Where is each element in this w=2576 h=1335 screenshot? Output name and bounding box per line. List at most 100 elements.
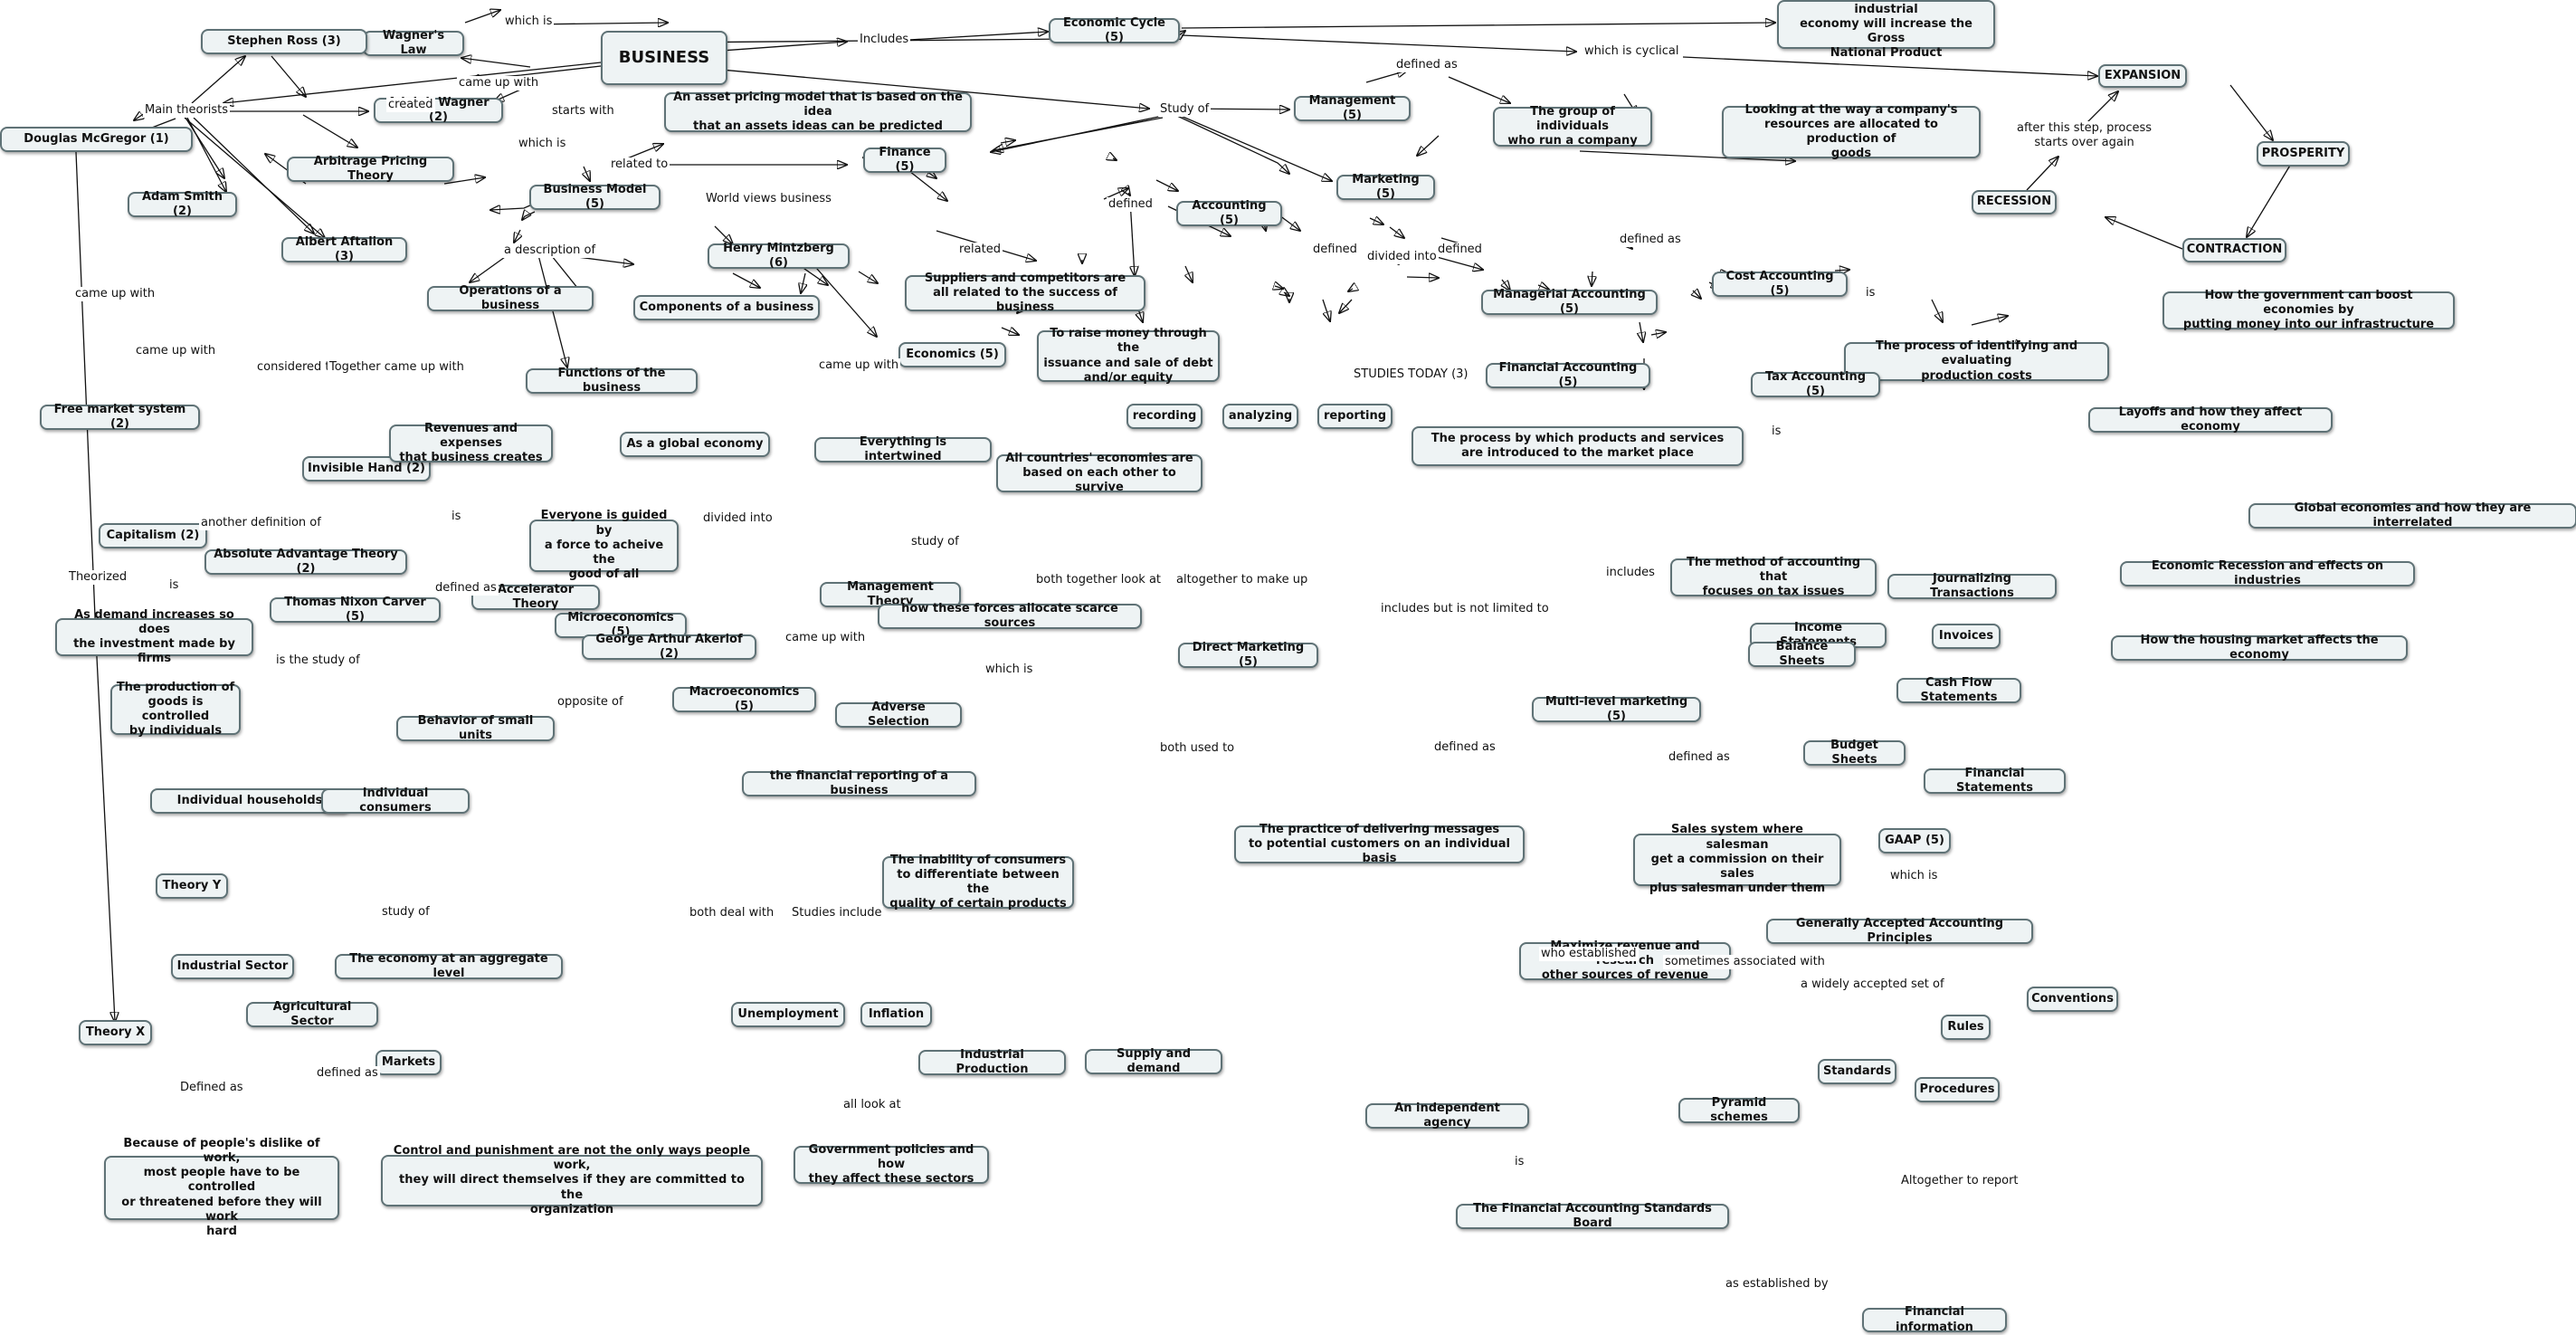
- node-gaap[interactable]: GAAP (5): [1878, 828, 1951, 853]
- node-tax-method[interactable]: The method of accounting that focuses on…: [1670, 556, 1877, 598]
- node-pyramid-schemes[interactable]: Pyramid schemes: [1678, 1096, 1800, 1124]
- node-individual-consumers[interactable]: Individual consumers: [321, 787, 470, 815]
- node-global-economies[interactable]: Global economies and how they are interr…: [2248, 501, 2576, 529]
- node-small-units[interactable]: Behavior of small units: [396, 714, 555, 742]
- node-financial-accounting[interactable]: Financial Accounting (5): [1486, 361, 1650, 389]
- node-invoices[interactable]: Invoices: [1932, 624, 2001, 649]
- node-macroeconomics[interactable]: Macroeconomics (5): [672, 685, 816, 713]
- node-douglas-mcgregor[interactable]: Douglas McGregor (1): [0, 127, 193, 152]
- node-adverse-selection[interactable]: Adverse Selection: [835, 701, 962, 729]
- node-theory-y[interactable]: Theory Y: [156, 873, 228, 899]
- node-analyzing[interactable]: analyzing: [1222, 404, 1298, 429]
- node-operations[interactable]: Operations of a business: [427, 284, 594, 312]
- node-stephen-ross[interactable]: Stephen Ross (3): [201, 29, 367, 54]
- node-markets[interactable]: Markets: [375, 1050, 442, 1075]
- node-identifying-costs[interactable]: The process of identifying and evaluatin…: [1844, 339, 2109, 383]
- node-expansion[interactable]: EXPANSION: [2098, 64, 2187, 88]
- node-asset-pricing[interactable]: An asset pricing model that is based on …: [664, 91, 972, 133]
- node-cost-accounting[interactable]: Cost Accounting (5): [1712, 270, 1848, 298]
- node-delivering-messages[interactable]: The practice of delivering messages to p…: [1234, 823, 1525, 865]
- node-absolute-advantage[interactable]: Absolute Advantage Theory (2): [204, 548, 407, 576]
- node-journalizing[interactable]: Journalizing Transactions: [1887, 572, 2057, 600]
- node-accounting[interactable]: Accounting (5): [1176, 199, 1282, 227]
- node-recording[interactable]: recording: [1126, 404, 1202, 429]
- node-recession-effects[interactable]: Economic Recession and effects on indust…: [2120, 559, 2415, 587]
- node-company-resources[interactable]: Looking at the way a company's resources…: [1722, 103, 1981, 160]
- node-financial-statements[interactable]: Financial Statements: [1924, 767, 2066, 795]
- node-prosperity[interactable]: PROSPERITY: [2257, 141, 2350, 167]
- node-economic-cycle[interactable]: Economic Cycle (5): [1049, 16, 1180, 44]
- node-procedures[interactable]: Procedures: [1915, 1077, 2000, 1102]
- node-industrial-sector[interactable]: Industrial Sector: [171, 954, 294, 979]
- node-marketing[interactable]: Marketing (5): [1336, 173, 1435, 201]
- node-conventions[interactable]: Conventions: [2027, 987, 2118, 1012]
- node-as-global-economy[interactable]: As a global economy: [620, 432, 770, 457]
- node-capitalism[interactable]: Capitalism (2): [99, 523, 207, 548]
- node-theory-x[interactable]: Theory X: [79, 1020, 152, 1045]
- node-recession[interactable]: RECESSION: [1972, 190, 2057, 215]
- node-financial-information[interactable]: Financial information: [1862, 1305, 2007, 1334]
- node-arbitrage-pricing[interactable]: Arbitrage Pricing Theory: [287, 155, 454, 183]
- node-revenues-expenses[interactable]: Revenues and expenses that business crea…: [389, 422, 553, 464]
- node-industrial-economy[interactable]: The development of an industrial economy…: [1777, 0, 1995, 60]
- node-demand-increases[interactable]: As demand increases so does the investme…: [55, 608, 253, 665]
- node-group-individuals[interactable]: The group of individuals who run a compa…: [1493, 105, 1652, 148]
- node-balance-sheets[interactable]: Balance Sheets: [1748, 640, 1856, 668]
- node-aggregate-level[interactable]: The economy at an aggregate level: [335, 952, 563, 980]
- node-unemployment[interactable]: Unemployment: [731, 1002, 845, 1027]
- node-thomas-carver[interactable]: Thomas Nixon Carver (5): [270, 596, 441, 624]
- node-managerial-accounting[interactable]: Managerial Accounting (5): [1481, 288, 1658, 316]
- node-albert-aftalion[interactable]: Albert Aftalion (3): [281, 235, 407, 263]
- node-business-model[interactable]: Business Model (5): [529, 183, 661, 211]
- node-control-punishment[interactable]: Control and punishment are not the only …: [381, 1144, 763, 1216]
- node-components[interactable]: Components of a business: [633, 295, 820, 320]
- node-products-services[interactable]: The process by which products and servic…: [1412, 426, 1744, 466]
- node-gov-policies[interactable]: Government policies and how they affect …: [794, 1143, 989, 1186]
- node-gov-boost[interactable]: How the government can boost economies b…: [2163, 289, 2455, 331]
- node-standards[interactable]: Standards: [1818, 1059, 1896, 1084]
- node-economics[interactable]: Economics (5): [898, 342, 1006, 367]
- node-production-goods[interactable]: The production of goods is controlled by…: [110, 681, 241, 738]
- node-akerlof[interactable]: George Arthur Akerlof (2): [582, 633, 756, 661]
- node-management-theory[interactable]: Management Theory: [820, 580, 961, 608]
- node-inability-consumers[interactable]: The inability of consumers to differenti…: [882, 853, 1074, 911]
- node-budget-sheets[interactable]: Budget Sheets: [1803, 739, 1906, 767]
- node-suppliers[interactable]: Suppliers and competitors are all relate…: [905, 272, 1145, 314]
- node-multi-level[interactable]: Multi-level marketing (5): [1532, 695, 1701, 723]
- node-finance[interactable]: Finance (5): [863, 146, 946, 174]
- node-independent-agency[interactable]: An independent agency: [1365, 1101, 1529, 1130]
- node-layoffs[interactable]: Layoffs and how they affect economy: [2088, 405, 2333, 434]
- node-wagners-law[interactable]: Wagner's Law: [363, 29, 464, 57]
- node-cash-flow[interactable]: Cash Flow Statements: [1896, 676, 2021, 704]
- node-housing-market[interactable]: How the housing market affects the econo…: [2111, 634, 2408, 662]
- node-contraction[interactable]: CONTRACTION: [2182, 238, 2286, 262]
- node-financial-reporting[interactable]: the financial reporting of a business: [742, 769, 976, 797]
- node-direct-marketing[interactable]: Direct Marketing (5): [1178, 641, 1318, 669]
- node-scarce-sources[interactable]: how these forces allocate scarce sources: [878, 602, 1142, 630]
- node-adam-smith[interactable]: Adam Smith (2): [128, 190, 237, 218]
- node-agricultural-sector[interactable]: Agricultural Sector: [246, 1000, 378, 1028]
- node-accelerator[interactable]: Accelerator Theory: [471, 583, 600, 611]
- node-economies-based[interactable]: All countries' economies are based on ea…: [996, 452, 1202, 494]
- node-tax-accounting[interactable]: Tax Accounting (5): [1751, 370, 1880, 398]
- node-reporting[interactable]: reporting: [1317, 404, 1393, 429]
- node-industrial-production[interactable]: Industrial Production: [918, 1048, 1066, 1076]
- node-invisible-hand[interactable]: Invisible Hand (2): [302, 456, 431, 482]
- node-rules[interactable]: Rules: [1941, 1015, 1991, 1040]
- node-functions[interactable]: Functions of the business: [526, 367, 698, 395]
- node-inflation[interactable]: Inflation: [860, 1002, 932, 1027]
- node-free-market[interactable]: Free market system (2): [40, 403, 200, 431]
- node-everything-intertwined[interactable]: Everything is intertwined: [814, 435, 992, 463]
- node-supply-demand[interactable]: Supply and demand: [1085, 1047, 1222, 1075]
- node-fasb[interactable]: The Financial Accounting Standards Board: [1456, 1202, 1729, 1230]
- node-dislike-work[interactable]: Because of people's dislike of work, mos…: [104, 1137, 339, 1238]
- node-business[interactable]: BUSINESS: [601, 31, 727, 85]
- node-gaap-full[interactable]: Generally Accepted Accounting Principles: [1766, 917, 2033, 945]
- link-label: came up with: [817, 358, 901, 373]
- node-individual-households[interactable]: Individual households: [150, 788, 349, 814]
- node-everyone-guided[interactable]: Everyone is guided by a force to acheive…: [529, 509, 679, 581]
- node-raise-money[interactable]: To raise money through the issuance and …: [1037, 327, 1220, 385]
- node-sales-system[interactable]: Sales system where salesman get a commis…: [1633, 823, 1841, 895]
- node-management[interactable]: Management (5): [1294, 94, 1411, 122]
- node-henry-mintzberg[interactable]: Henry Mintzberg (6): [708, 242, 850, 270]
